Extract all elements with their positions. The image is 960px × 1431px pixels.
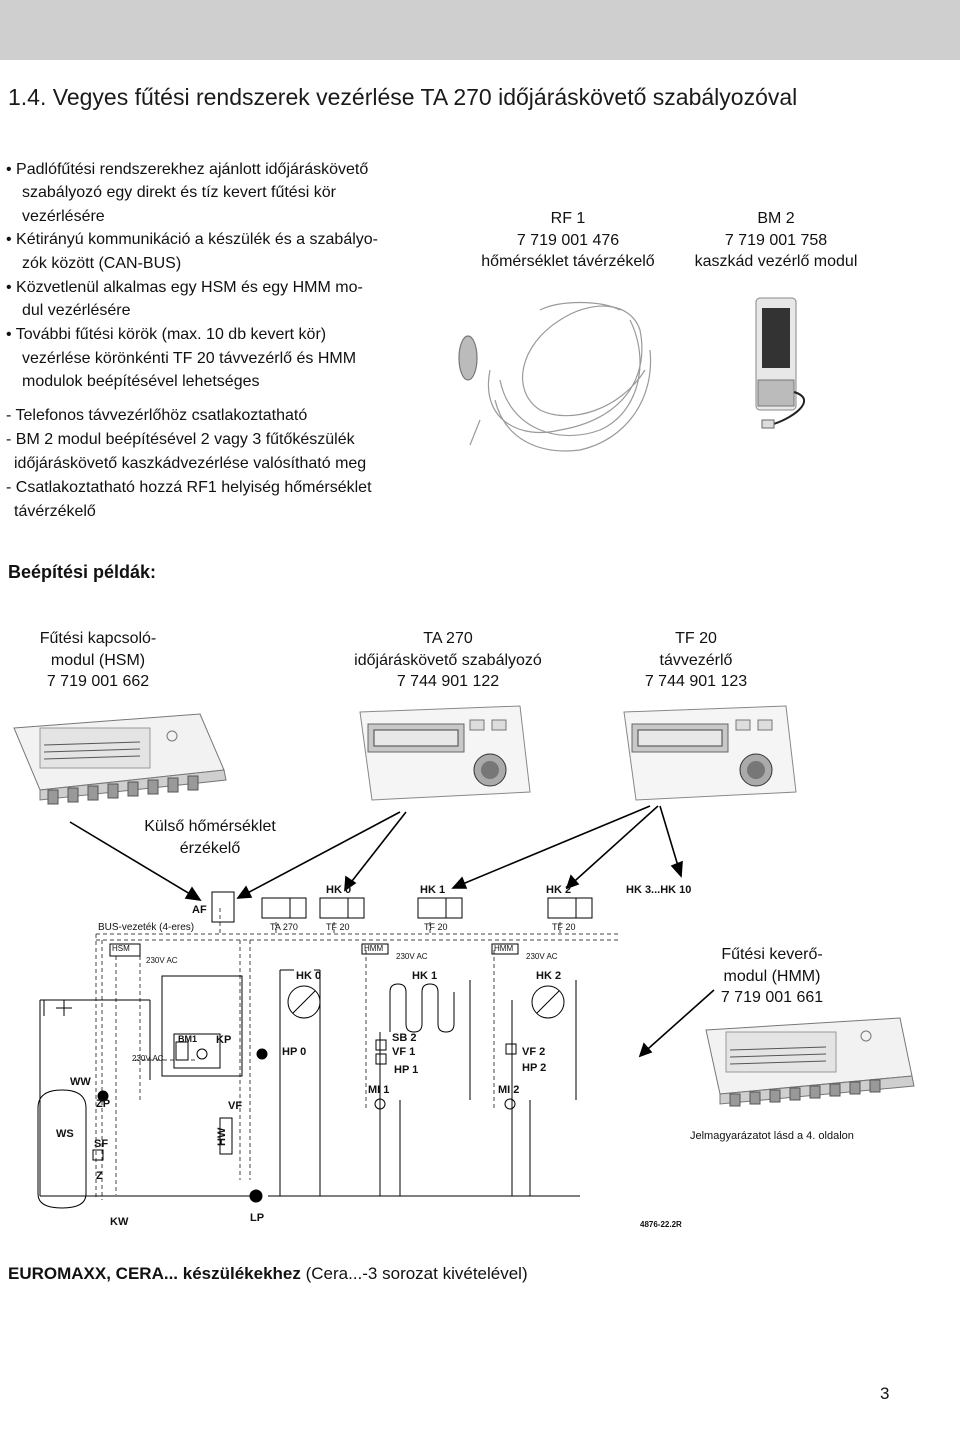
hmm-line: Fűtési keverő- — [721, 946, 823, 963]
tf20-box-label: TF 20 — [326, 922, 350, 932]
hmm-line: modul (HMM) — [723, 967, 821, 985]
bullet-line: • Padlófűtési rendszerekhez ajánlott idő… — [6, 161, 369, 178]
rf1-sensor-image — [458, 301, 652, 452]
dash-line: - BM 2 modul beépítésével 2 vagy 3 fűtők… — [6, 431, 355, 448]
hk2-label: HK 2 — [546, 884, 572, 896]
tf20-box-label: TF 20 — [424, 922, 448, 932]
bm2-name: BM 2 — [757, 210, 795, 227]
tf20-name: TF 20 — [675, 630, 717, 647]
dash-line: - Csatlakoztatható hozzá RF1 helyiség hő… — [6, 479, 372, 496]
header-bar — [0, 0, 960, 60]
hsm-box-label: HSM — [112, 944, 130, 953]
dash-line: időjáráskövető kaszkádvezérlése valósíth… — [14, 455, 367, 472]
hsm-module-image — [13, 713, 227, 805]
figure-ref: 4876-22.2R — [640, 1220, 682, 1229]
sensor-line: érzékelő — [179, 839, 241, 857]
tf20-caption: TF 20 távvezérlő 7 744 901 123 — [596, 628, 796, 693]
bm2-module-image — [755, 297, 806, 429]
hk3-label: HK 3...HK 10 — [626, 884, 692, 896]
bullet-line: zók között (CAN-BUS) — [22, 255, 182, 272]
af-label: AF — [192, 904, 207, 916]
tf20-controller-image — [623, 705, 797, 801]
page-number: 3 — [880, 1384, 890, 1403]
bullet-line: szabályozó egy direkt és tíz kevert fűté… — [22, 184, 336, 201]
bullet-line: • Kétirányú kommunikáció a készülék és a… — [6, 231, 378, 248]
bullet-line: vezérlésére — [22, 208, 105, 225]
rf1-code: 7 719 001 476 — [516, 231, 620, 249]
vf2-label: VF 2 — [522, 1046, 546, 1058]
ac-label: 230V AC — [132, 1054, 164, 1063]
callout-arrows — [69, 805, 715, 1058]
kw-label: KW — [110, 1216, 129, 1228]
bullet-line: modulok beépítésével lehetséges — [22, 373, 260, 390]
section-heading: Beépítési példák: — [8, 562, 157, 582]
sensor-caption: Külső hőmérséklet érzékelő — [120, 816, 300, 859]
tf20-desc: távvezérlő — [659, 651, 733, 669]
sensor-line: Külső hőmérséklet — [144, 818, 276, 835]
hk0-label: HK 0 — [296, 970, 322, 982]
ta270-desc: időjáráskövető szabályozó — [354, 651, 542, 669]
z-label: Z — [96, 1170, 103, 1182]
bullet-line: vezérlése körönkénti TF 20 távvezérlő és… — [22, 350, 357, 367]
ac-label: 230V AC — [396, 952, 428, 961]
hk1-label: HK 1 — [412, 970, 438, 982]
hk0-label: HK 0 — [326, 884, 352, 896]
dash-line: - Telefonos távvezérlőhöz csatlakoztatha… — [6, 407, 308, 424]
rf1-caption: RF 1 7 719 001 476 hőmérséklet távérzéke… — [468, 208, 668, 273]
footer-bold: EUROMAXX, CERA... készülékekhez — [8, 1264, 301, 1283]
hsm-line: modul (HSM) — [50, 651, 146, 669]
ta270-box-label: TA 270 — [270, 922, 298, 932]
hsm-line: Fűtési kapcsoló- — [39, 630, 157, 647]
sf-label: SF — [94, 1138, 109, 1150]
ta270-name: TA 270 — [423, 630, 473, 647]
hsm-code: 7 719 001 662 — [46, 673, 150, 690]
hk2-label: HK 2 — [536, 970, 562, 982]
tf20-box-label: TF 20 — [552, 922, 576, 932]
bm2-code: 7 719 001 758 — [724, 231, 828, 249]
bm1-label: BM1 — [178, 1034, 198, 1044]
bus-label: BUS-vezeték (4-eres) — [98, 922, 195, 933]
schematic — [37, 891, 620, 1209]
hp1-label: HP 1 — [394, 1064, 419, 1076]
sb2-label: SB 2 — [392, 1032, 417, 1044]
page-title: 1.4. Vegyes fűtési rendszerek vezérlése … — [8, 84, 798, 110]
hmm-code: 7 719 001 661 — [720, 989, 824, 1006]
mi1-label: MI 1 — [368, 1084, 390, 1096]
ac-label: 230V AC — [526, 952, 558, 961]
ta270-caption: TA 270 időjáráskövető szabályozó 7 744 9… — [328, 628, 568, 693]
zp-label: ZP — [96, 1098, 111, 1110]
mi2-label: MI 2 — [498, 1084, 520, 1096]
bullet-line: dul vezérlésére — [22, 302, 131, 319]
rf1-name: RF 1 — [550, 210, 586, 227]
hmm-box-label: HMM — [494, 944, 514, 953]
bm2-desc: kaszkád vezérlő modul — [694, 253, 858, 270]
hsm-caption: Fűtési kapcsoló- modul (HSM) 7 719 001 6… — [0, 628, 196, 693]
kp-label: KP — [216, 1034, 232, 1046]
hmm-box-label: HMM — [364, 944, 384, 953]
footer-normal: (Cera...-3 sorozat kivételével) — [300, 1264, 528, 1283]
ws-label: WS — [56, 1128, 74, 1140]
dash-line: távérzékelő — [14, 503, 96, 520]
bullet-line: • Közvetlenül alkalmas egy HSM és egy HM… — [6, 279, 363, 296]
legend-note: Jelmagyarázatot lásd a 4. oldalon — [690, 1130, 854, 1142]
hp2-label: HP 2 — [522, 1062, 547, 1074]
lp-label: LP — [250, 1212, 265, 1224]
vf-label: VF — [228, 1100, 243, 1112]
tf20-code: 7 744 901 123 — [644, 673, 748, 690]
ac-label: 230V AC — [146, 956, 178, 965]
bm2-caption: BM 2 7 719 001 758 kaszkád vezérlő modul — [676, 208, 876, 273]
rf1-desc: hőmérséklet távérzékelő — [481, 253, 655, 270]
bullet-line: • További fűtési körök (max. 10 db kever… — [6, 326, 327, 343]
ta270-controller-image — [359, 705, 531, 801]
ww-label: WW — [70, 1076, 91, 1088]
vf1-label: VF 1 — [392, 1046, 416, 1058]
footer-note: EUROMAXX, CERA... készülékekhez (Cera...… — [8, 1264, 528, 1284]
ta270-code: 7 744 901 122 — [396, 673, 500, 690]
hk1-label: HK 1 — [420, 884, 446, 896]
hmm-caption: Fűtési keverő- modul (HMM) 7 719 001 661 — [672, 944, 872, 1009]
hp0-label: HP 0 — [282, 1046, 307, 1058]
